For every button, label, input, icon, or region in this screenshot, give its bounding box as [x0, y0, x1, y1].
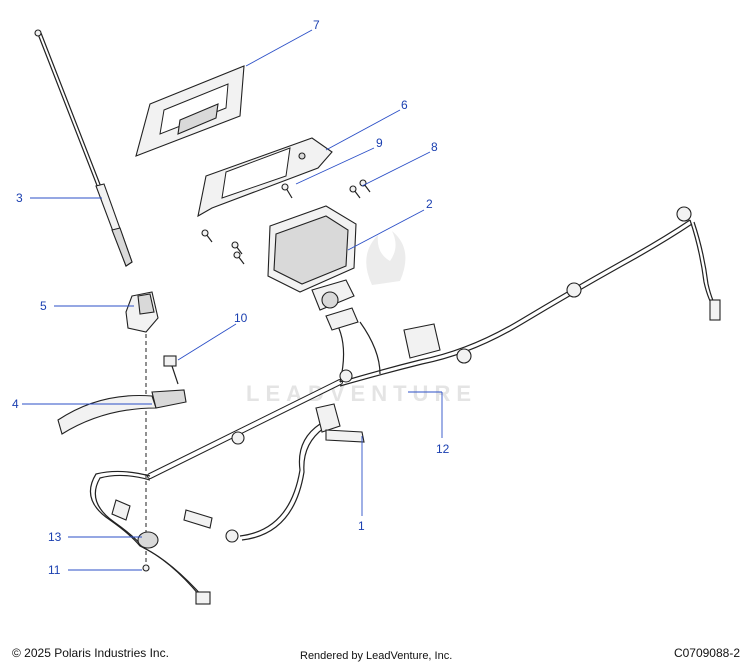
callout-6: 6	[401, 98, 408, 112]
callout-11: 11	[48, 563, 61, 577]
display-bezel	[135, 65, 245, 157]
copyright-text: © 2025 Polaris Industries Inc.	[12, 646, 169, 660]
callout-2: 2	[426, 197, 433, 211]
callout-12: 12	[436, 442, 450, 456]
callout-3: 3	[16, 191, 23, 205]
watermark: LEADVENTURE	[246, 231, 477, 406]
antenna-mount	[125, 291, 159, 333]
callout-7: 7	[313, 18, 320, 32]
callout-5: 5	[40, 299, 47, 313]
rendered-by-text: Rendered by LeadVenture, Inc.	[300, 650, 453, 662]
callout-1: 1	[358, 519, 365, 533]
strap	[57, 389, 187, 435]
display-unit	[267, 205, 357, 311]
sub-harness	[183, 403, 365, 543]
wiring-harness	[147, 206, 721, 479]
callout-4: 4	[12, 397, 19, 411]
screw-10	[163, 355, 179, 385]
callout-labels: 7 6 9 8 3 2 5 10 4 12 1 13 11	[12, 18, 450, 577]
callout-10: 10	[234, 311, 248, 325]
diagram-code: C0709088-2	[673, 646, 740, 660]
screws	[201, 179, 371, 265]
callout-8: 8	[431, 140, 438, 154]
callout-9: 9	[376, 136, 383, 150]
lower-harness	[89, 470, 211, 605]
watermark-text: LEADVENTURE	[246, 381, 477, 406]
antenna	[34, 29, 133, 267]
leader-lines	[22, 29, 443, 571]
mounting-bracket	[197, 137, 333, 218]
callout-13: 13	[48, 530, 62, 544]
